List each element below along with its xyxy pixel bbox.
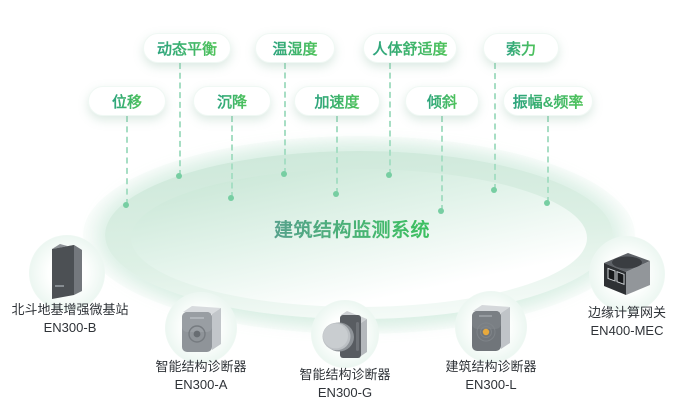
dashed-connector (126, 116, 128, 205)
smart-structure-diagnoser-icon (182, 306, 221, 352)
device-model: EN300-B (43, 320, 97, 335)
diagram-title: 建筑结构监测系统 (240, 215, 464, 242)
sensor-tag-displacement: 位移 (88, 86, 166, 116)
device-model: EN300-A (174, 377, 228, 392)
dashed-connector (441, 116, 443, 211)
sensor-tag-cable-force: 索力 (483, 33, 559, 63)
sensor-tag-human-comfort: 人体舒适度 (363, 33, 457, 63)
beidou-base-station-icon (52, 244, 82, 299)
sensor-tag-label: 动态平衡 (157, 38, 217, 59)
sensor-tag-label: 索力 (506, 38, 536, 59)
device-label: 建筑结构诊断器 EN300-L (411, 358, 571, 394)
sensor-tag-tilt: 倾斜 (405, 86, 479, 116)
device-label: 北斗地基增强微基站 EN300-B (0, 301, 150, 337)
sensor-tag-acceleration: 加速度 (294, 86, 380, 116)
device-label: 边缘计算网关 EN400-MEC (552, 304, 692, 340)
building-structure-diagnoser-icon (472, 305, 510, 351)
device-name: 边缘计算网关 (587, 305, 666, 320)
sensor-tag-label: 位移 (112, 91, 142, 112)
connector-dot (281, 171, 287, 177)
smart-structure-diagnoser-knob-icon (322, 311, 367, 358)
dashed-connector (547, 116, 549, 203)
sensor-tag-temp-humidity: 温湿度 (255, 33, 335, 63)
dashed-connector (231, 116, 233, 198)
device-model: EN400-MEC (590, 323, 664, 338)
dashed-connector (389, 63, 391, 175)
diagram-title-text: 建筑结构监测系统 (273, 220, 430, 241)
dish-inner-ellipse (131, 169, 587, 307)
sensor-tag-dynamic-balance: 动态平衡 (143, 33, 231, 63)
sensor-tag-settlement: 沉降 (193, 86, 271, 116)
sensor-tag-label: 人体舒适度 (372, 38, 447, 59)
sensor-tag-label: 加速度 (314, 91, 359, 112)
device-name: 北斗地基增强微基站 (11, 302, 129, 317)
sensor-tag-label: 沉降 (217, 91, 247, 112)
edge-computing-gateway-icon (604, 253, 650, 295)
connector-dot (176, 173, 182, 179)
device-label: 智能结构诊断器 EN300-A (121, 358, 281, 394)
dashed-connector (179, 63, 181, 176)
device-name: 建筑结构诊断器 (445, 359, 537, 374)
connector-dot (123, 202, 129, 208)
device-model: EN300-G (317, 385, 373, 400)
sensor-tag-amp-frequency: 振幅&频率 (503, 86, 593, 116)
dashed-connector (494, 63, 496, 190)
connector-dot (333, 191, 339, 197)
connector-dot (491, 187, 497, 193)
device-name: 智能结构诊断器 (299, 367, 391, 382)
connector-dot (544, 200, 550, 206)
dashed-connector (284, 63, 286, 174)
sensor-tag-label: 振幅&频率 (513, 91, 584, 112)
device-name: 智能结构诊断器 (155, 359, 247, 374)
sensor-tag-label: 温湿度 (272, 38, 317, 59)
device-model: EN300-L (465, 377, 517, 392)
connector-dot (228, 195, 234, 201)
device-label: 智能结构诊断器 EN300-G (265, 366, 425, 402)
sensor-tag-label: 倾斜 (427, 91, 457, 112)
dashed-connector (336, 116, 338, 194)
connector-dot (438, 208, 444, 214)
connector-dot (386, 172, 392, 178)
